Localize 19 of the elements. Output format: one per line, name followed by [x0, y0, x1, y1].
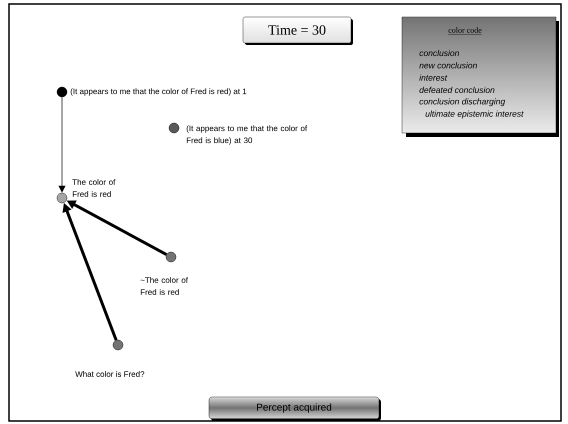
status-button: Percept acquired [208, 396, 381, 421]
legend-entry: ultimate epistemic interest [426, 110, 524, 118]
legend-entry: interest [419, 74, 448, 81]
legend-entry: conclusion [419, 50, 459, 56]
node-circle [168, 122, 180, 134]
node-label: The color of Fred is red [72, 179, 116, 197]
node-label: (It appears to me that the color of Fred is red) at 1 [70, 88, 246, 96]
node-circle [166, 252, 176, 262]
title-box: Time = 30 [242, 16, 353, 45]
node-circle [112, 340, 124, 350]
node-label: ~The color of Fred is red [140, 277, 188, 295]
node-label: What color is Fred? [75, 371, 144, 377]
legend-entry: conclusion discharging [419, 98, 506, 106]
legend-entry: new conclusion [419, 62, 477, 68]
legend-entry: defeated conclusion [419, 86, 494, 94]
legend-heading: color code [448, 27, 482, 34]
node-circle [56, 86, 68, 98]
node-label: (It appears to me that the color of Fred is blue) at 30 [186, 125, 308, 145]
node-circle [56, 192, 68, 204]
